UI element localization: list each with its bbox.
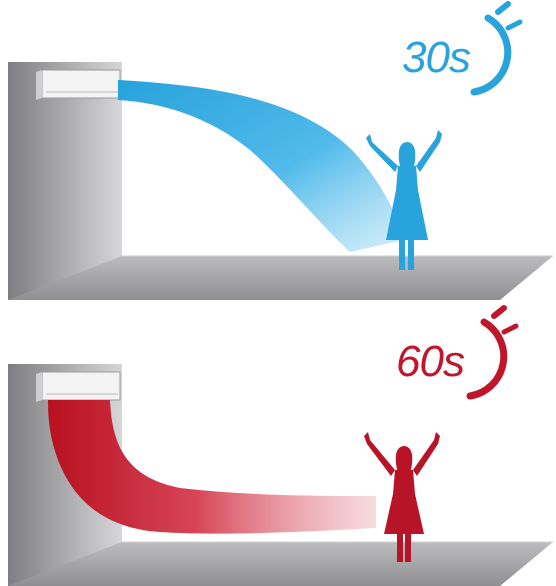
- air-conditioner-icon: [36, 69, 121, 100]
- person-arms-raised-icon: [364, 432, 440, 562]
- heating-scene: [8, 305, 553, 586]
- air-conditioner-icon: [36, 371, 121, 402]
- warm-airflow: [48, 400, 376, 534]
- person-arms-raised-icon: [366, 130, 442, 270]
- stopwatch-icon: [466, 305, 519, 400]
- cooling-time-label: 30s: [402, 33, 471, 82]
- heating-time-label: 60s: [396, 337, 465, 386]
- heating-panel: 60s: [0, 300, 556, 586]
- wall: [8, 62, 122, 300]
- floor: [8, 256, 553, 300]
- cool-airflow: [118, 80, 404, 252]
- floor: [8, 542, 553, 586]
- stopwatch-icon: [470, 1, 523, 96]
- cooling-panel: 30s: [8, 1, 553, 300]
- cooling-scene: [8, 1, 553, 300]
